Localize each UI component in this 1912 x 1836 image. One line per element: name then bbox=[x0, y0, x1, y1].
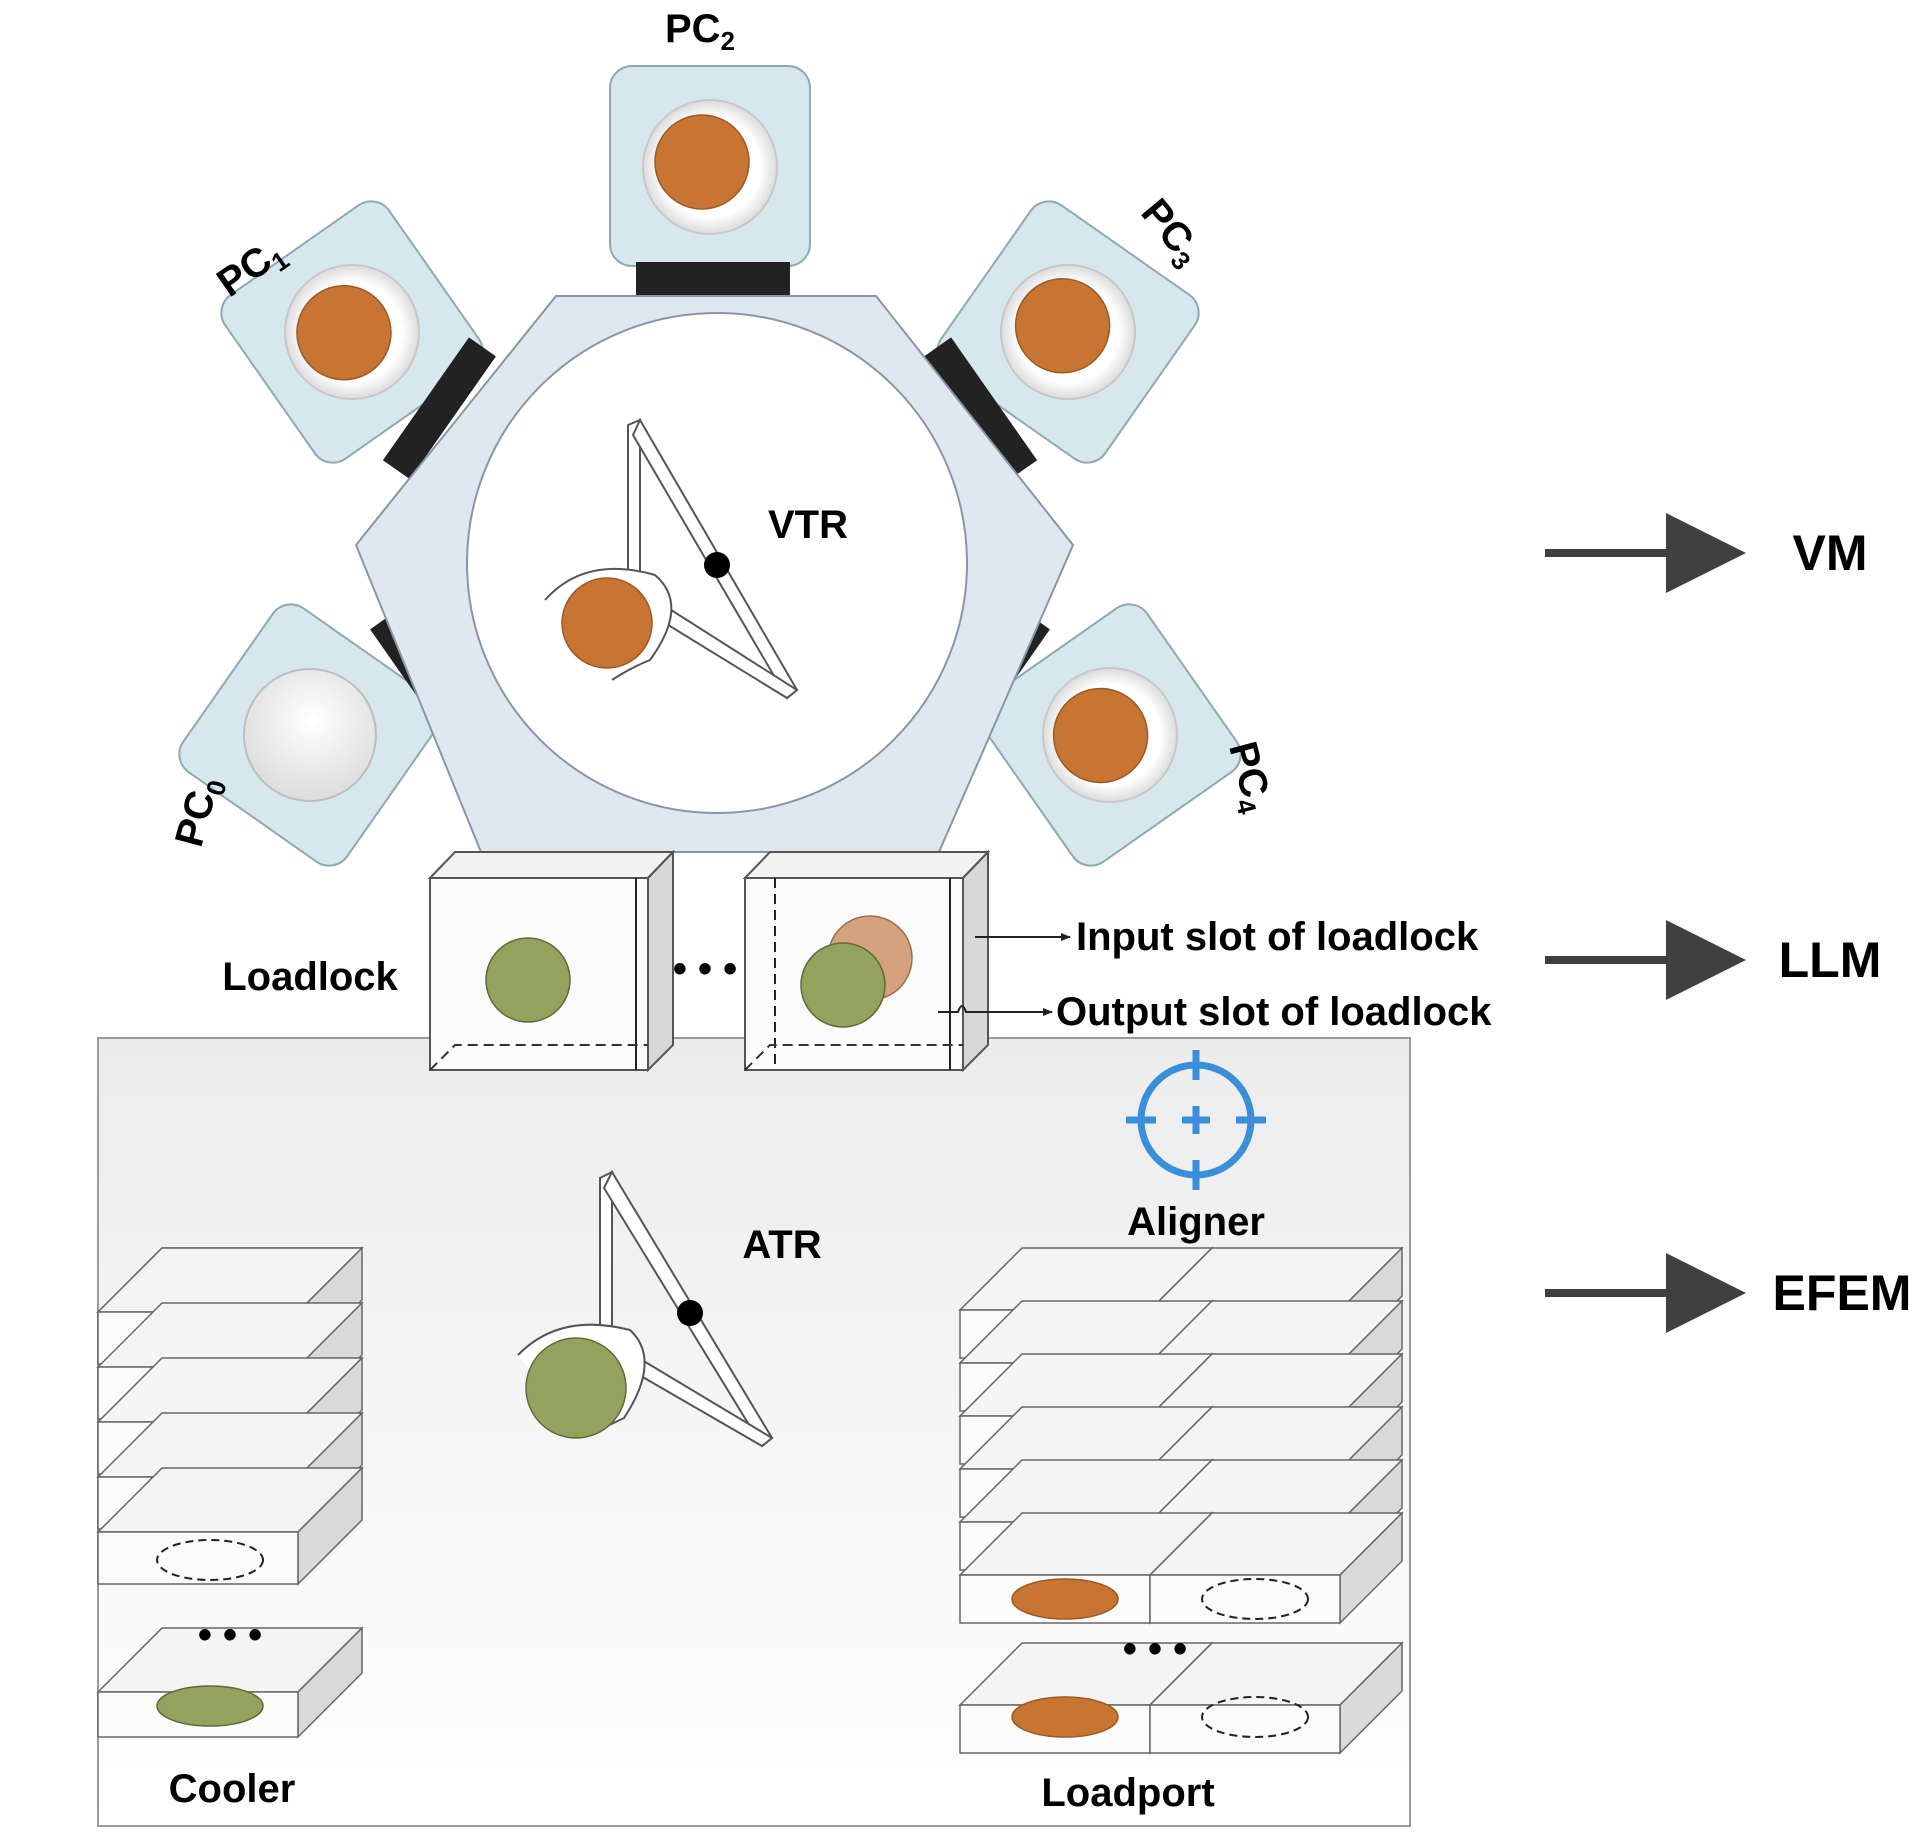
label-cooler: Cooler bbox=[169, 1767, 296, 1811]
chamber-pc3 bbox=[936, 200, 1200, 464]
cooler-slot-wafer bbox=[156, 1539, 264, 1581]
wafer-loadlock-left bbox=[485, 937, 571, 1023]
wafer-vtr-arm bbox=[561, 577, 653, 669]
wafer-pc4 bbox=[1052, 687, 1149, 784]
loadport-stack: • • • bbox=[958, 1246, 1404, 1755]
valve-pc2 bbox=[636, 262, 790, 295]
loadport-ellipsis: • • • bbox=[1123, 1627, 1187, 1671]
label-pc2: PC2 bbox=[665, 7, 735, 56]
loadlock-ellipsis: • • • bbox=[673, 947, 737, 991]
label-vtr: VTR bbox=[768, 503, 848, 547]
vtr-joint bbox=[704, 552, 730, 578]
chamber-pc0 bbox=[178, 603, 442, 867]
label-output-slot: Output slot of loadlock bbox=[1056, 990, 1492, 1034]
loadport-bottom-right-wafer bbox=[1201, 1696, 1309, 1738]
cooler-bottom-wafer bbox=[156, 1685, 264, 1727]
label-loadport: Loadport bbox=[1041, 1771, 1214, 1815]
wafer-loadlock-output bbox=[800, 942, 886, 1028]
valve-pc3 bbox=[924, 337, 1038, 480]
output-slot-arrow bbox=[938, 1005, 1053, 1016]
loadport-right-slot-wafer bbox=[1201, 1578, 1309, 1620]
label-atr: ATR bbox=[742, 1223, 821, 1267]
label-llm: LLM bbox=[1779, 932, 1882, 988]
atr-robot-arm bbox=[517, 1169, 774, 1448]
loadport-bottom-left-wafer bbox=[1011, 1696, 1119, 1738]
cooler-ellipsis: • • • bbox=[198, 1613, 262, 1657]
label-loadlock: Loadlock bbox=[222, 955, 398, 999]
label-efem: EFEM bbox=[1773, 1265, 1912, 1321]
loadlock-left bbox=[427, 849, 676, 1073]
wafer-atr-arm bbox=[525, 1337, 627, 1439]
label-vm: VM bbox=[1793, 525, 1868, 581]
wafer-pc0 bbox=[243, 668, 377, 802]
loadport-left-slot-wafer bbox=[1011, 1578, 1119, 1620]
loadlock-right bbox=[742, 849, 991, 1073]
valve-pc1 bbox=[382, 337, 496, 480]
aligner-icon bbox=[1126, 1050, 1266, 1190]
chamber-pc1 bbox=[220, 200, 484, 464]
atr-joint bbox=[677, 1300, 703, 1326]
wafer-pc3 bbox=[1014, 278, 1111, 374]
label-input-slot: Input slot of loadlock bbox=[1076, 915, 1479, 959]
label-pc0: PC0 bbox=[167, 772, 232, 852]
cooler-stack: • • • bbox=[96, 1246, 364, 1739]
chamber-pc2 bbox=[609, 65, 811, 267]
chamber-pc4 bbox=[978, 603, 1242, 867]
label-aligner: Aligner bbox=[1127, 1200, 1265, 1244]
wafer-pc2 bbox=[654, 114, 750, 210]
vtr-robot-arm bbox=[544, 417, 799, 700]
wafer-pc1 bbox=[296, 284, 392, 381]
